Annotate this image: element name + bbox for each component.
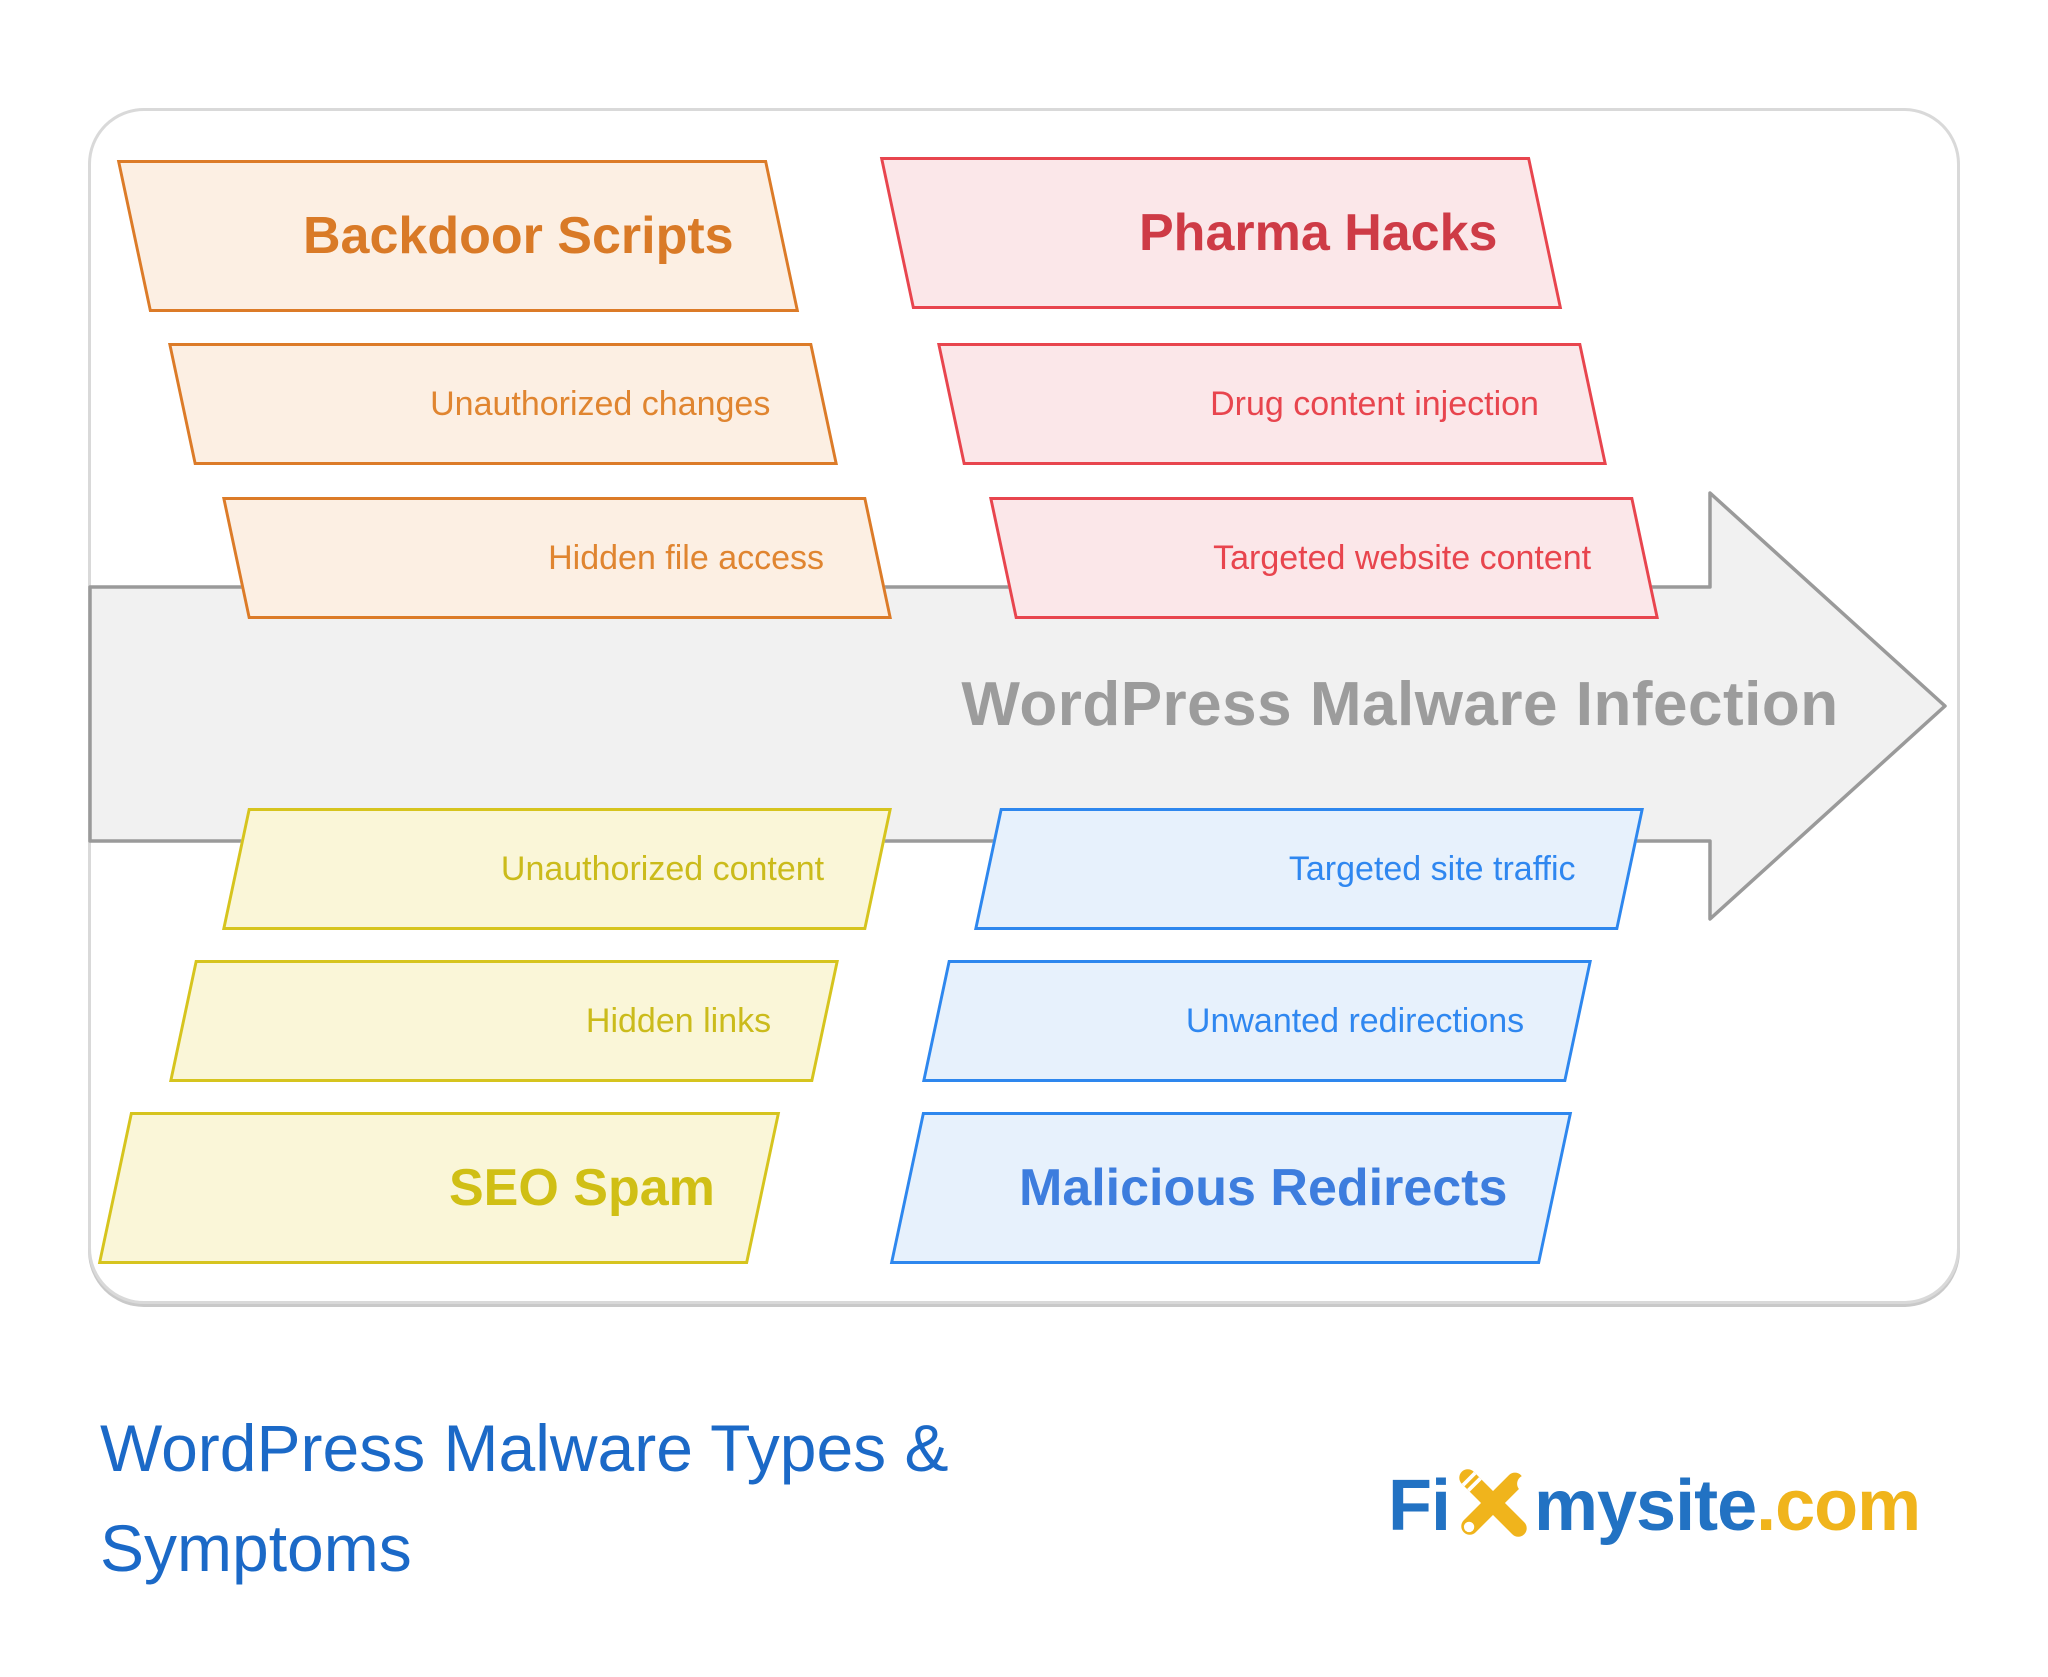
- drug-content-injection-label: Drug content injection: [1210, 384, 1539, 423]
- parallelogram-seo-spam-header: SEO Spam: [97, 1112, 781, 1264]
- hidden-links-label: Hidden links: [585, 1001, 771, 1040]
- parallelogram-malicious-redirects-header: Malicious Redirects: [889, 1112, 1573, 1264]
- parallelogram-unauthorized-content: Unauthorized content: [222, 808, 892, 930]
- parallelogram-unwanted-redirections: Unwanted redirections: [922, 960, 1592, 1082]
- pharma-hacks-label: Pharma Hacks: [1138, 204, 1497, 262]
- page-title: WordPress Malware Types & Symptoms: [100, 1398, 1060, 1598]
- fixmysite-logo: Fi mysite .com: [1388, 1450, 1921, 1562]
- backdoor-scripts-label: Backdoor Scripts: [303, 207, 734, 265]
- targeted-website-content-label: Targeted website content: [1212, 538, 1591, 577]
- hidden-file-access-label: Hidden file access: [548, 538, 824, 577]
- parallelogram-targeted-site-traffic: Targeted site traffic: [974, 808, 1644, 930]
- parallelogram-hidden-file-access: Hidden file access: [222, 497, 892, 619]
- page-title-line-2: Symptoms: [100, 1511, 412, 1585]
- parallelogram-drug-content-injection: Drug content injection: [937, 343, 1607, 465]
- seo-spam-label: SEO Spam: [449, 1159, 715, 1217]
- central-arrow-label: WordPress Malware Infection: [961, 670, 1839, 739]
- malicious-redirects-label: Malicious Redirects: [1018, 1159, 1507, 1217]
- parallelogram-hidden-links: Hidden links: [169, 960, 839, 1082]
- crossed-screwdriver-wrench-icon: [1459, 1469, 1535, 1537]
- logo-text-com: .com: [1756, 1466, 1921, 1546]
- unauthorized-content-label: Unauthorized content: [500, 849, 824, 888]
- logo-text-mysite: mysite: [1533, 1466, 1757, 1546]
- parallelogram-targeted-website-content: Targeted website content: [989, 497, 1659, 619]
- parallelogram-unauthorized-changes: Unauthorized changes: [168, 343, 838, 465]
- parallelogram-backdoor-scripts-header: Backdoor Scripts: [116, 160, 800, 312]
- targeted-site-traffic-label: Targeted site traffic: [1289, 849, 1576, 888]
- logo-text-fi: Fi: [1388, 1466, 1451, 1546]
- parallelogram-pharma-hacks-header: Pharma Hacks: [879, 157, 1563, 309]
- unauthorized-changes-label: Unauthorized changes: [429, 384, 770, 423]
- page-title-line-1: WordPress Malware Types &: [100, 1411, 949, 1485]
- unwanted-redirections-label: Unwanted redirections: [1185, 1001, 1524, 1040]
